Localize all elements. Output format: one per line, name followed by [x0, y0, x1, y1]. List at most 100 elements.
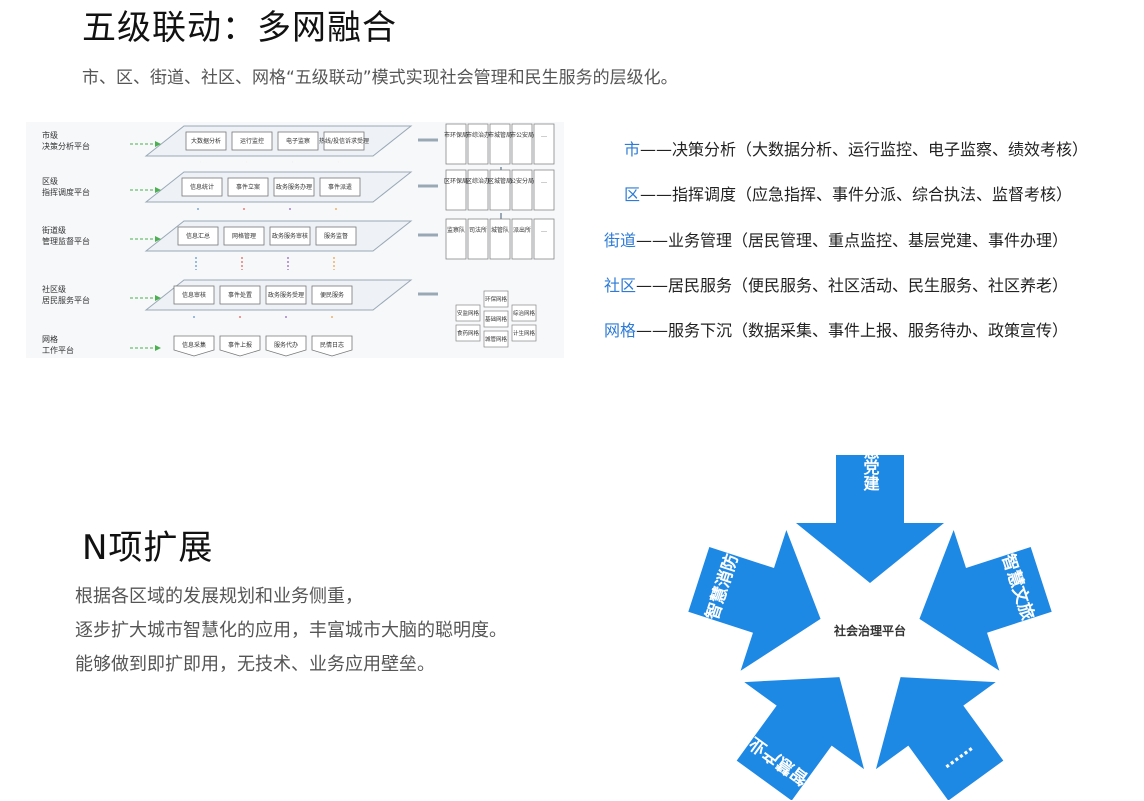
box-label: 网格管理	[232, 232, 256, 240]
diagram-levels: 市级决策分析平台大数据分析运行监控电子监察热线/投信诉求受理区级指挥调度平台信息…	[42, 125, 438, 357]
department-box	[511, 169, 533, 211]
grid-cell-label: 城管网格	[485, 335, 508, 343]
grid-task-box	[219, 335, 261, 357]
grid-cell-box	[455, 304, 481, 322]
box-label: 政务服务受理	[268, 291, 304, 299]
platform-box	[273, 177, 315, 197]
box-label: 信息采集	[182, 341, 206, 349]
five-level-diagram: 市级决策分析平台大数据分析运行监控电子监察热线/投信诉求受理区级指挥调度平台信息…	[26, 122, 564, 358]
star-arrow: 智慧消防	[688, 530, 821, 671]
level-row: 区——指挥调度（应急指挥、事件分派、综合执法、监督考核）	[624, 181, 1072, 205]
star-center-label: 社会治理平台	[833, 623, 906, 638]
department-box	[467, 123, 489, 165]
department-box	[511, 123, 533, 165]
level-row: 网格——服务下沉（数据采集、事件上报、服务待办、政策宣传）	[604, 317, 1068, 341]
platform-box	[177, 226, 219, 246]
level-row: 市——决策分析（大数据分析、运行监控、电子监察、绩效考核）	[624, 136, 1088, 160]
star-arrow-label: 智慧党建	[861, 450, 880, 492]
department-box	[489, 218, 511, 260]
box-label: 信息审核	[182, 291, 206, 299]
department-box	[533, 123, 555, 165]
diagram-departments: 市环保局市综治办市城管局市公安局…区环保局区综治办区城管局公安分局…监察队司法所…	[444, 123, 555, 348]
section2-paragraph: 根据各区域的发展规划和业务侧重， 逐步扩大城市智慧化的应用，丰富城市大脑的聪明度…	[75, 580, 507, 682]
box-label: 事件处置	[228, 291, 252, 299]
grid-cell-box	[483, 290, 509, 308]
department-label: 派出所	[513, 226, 531, 234]
grid-cell-label: 食药网格	[457, 329, 480, 337]
department-label: 区综治办	[466, 177, 490, 185]
department-box	[467, 169, 489, 211]
level-key: 市	[624, 140, 641, 159]
section1-subtitle: 市、区、街道、社区、网格“五级联动”模式实现社会管理和民生服务的层级化。	[82, 68, 678, 88]
grid-cell-box	[455, 324, 481, 342]
level-key: 街道	[604, 231, 637, 250]
box-label: 热线/投信诉求受理	[319, 137, 369, 145]
level-label: 决策分析平台	[42, 141, 90, 151]
department-label: 市公安局	[510, 131, 534, 139]
department-box	[445, 218, 467, 260]
department-label: 市环保局	[444, 131, 468, 139]
box-label: 服务监督	[324, 232, 348, 240]
level-label: 管理监督平台	[42, 236, 90, 246]
platform-box	[181, 177, 223, 197]
level-desc: ——指挥调度（应急指挥、事件分派、综合执法、监督考核）	[640, 185, 1073, 204]
level-label: 网格	[42, 334, 58, 344]
platform-box	[315, 226, 357, 246]
platform-box	[219, 285, 261, 305]
box-label: 运行监控	[240, 137, 264, 145]
department-box	[467, 218, 489, 260]
platform-box	[311, 285, 353, 305]
section1-title: 五级联动：多网融合	[82, 8, 397, 48]
platform-box	[269, 226, 311, 246]
box-label: 电子监察	[286, 137, 310, 145]
platform-box	[227, 177, 269, 197]
level-key: 社区	[604, 276, 637, 295]
department-label: 区环保局	[444, 177, 468, 185]
box-label: 民情日志	[320, 341, 344, 349]
star-arrow: 智慧文旅	[919, 530, 1052, 671]
grid-cell-label: 基础网格	[485, 315, 508, 323]
level-key: 区	[624, 185, 641, 204]
level-label: 市级	[42, 130, 58, 140]
level-desc: ——居民服务（便民服务、社区活动、民生服务、社区养老）	[636, 276, 1069, 295]
level-desc: ——决策分析（大数据分析、运行监控、电子监察、绩效考核）	[640, 140, 1089, 159]
platform-box	[319, 177, 361, 197]
platform-box	[231, 131, 273, 151]
department-label: …	[541, 227, 547, 234]
level-label: 社区级	[42, 284, 66, 294]
star-arrow: 智慧产业	[736, 677, 865, 800]
department-box	[511, 218, 533, 260]
level-row: 街道——业务管理（居民管理、重点监控、基层党建、事件办理）	[604, 227, 1068, 251]
level-desc: ——服务下沉（数据采集、事件上报、服务待办、政策宣传）	[636, 321, 1069, 340]
box-label: 事件立案	[236, 183, 260, 191]
level-label: 工作平台	[42, 345, 74, 355]
level-row: 社区——居民服务（便民服务、社区活动、民生服务、社区养老）	[604, 272, 1068, 296]
department-label: 区城管局	[488, 177, 512, 185]
grid-cell-label: 计生网格	[513, 329, 536, 337]
department-box	[445, 123, 467, 165]
grid-cell-box	[511, 324, 537, 342]
level-label: 居民服务平台	[42, 295, 90, 305]
section2-title: N项扩展	[82, 528, 214, 568]
grid-cell-label: 环保网格	[485, 295, 508, 303]
grid-task-box	[265, 335, 307, 357]
box-label: 事件上报	[228, 341, 252, 349]
grid-cell-label: 综治网格	[513, 309, 536, 317]
platform-box	[185, 131, 227, 151]
platform-box	[277, 131, 319, 151]
level-desc: ——业务管理（居民管理、重点监控、基层党建、事件办理）	[636, 231, 1069, 250]
grid-cell-box	[483, 310, 509, 328]
level-label: 指挥调度平台	[42, 187, 90, 197]
box-label: 信息统计	[190, 183, 214, 191]
department-label: …	[541, 178, 547, 185]
box-label: 事件派遣	[328, 183, 352, 191]
paragraph-line-3: 能够做到即扩即用，无技术、业务应用壁垒。	[75, 654, 435, 675]
department-label: 监察队	[447, 226, 465, 234]
department-label: 城管队	[491, 226, 509, 234]
department-box	[533, 218, 555, 260]
department-box	[489, 169, 511, 211]
paragraph-line-1: 根据各区域的发展规划和业务侧重，	[75, 586, 363, 607]
department-label: 市综治办	[466, 131, 490, 139]
grid-cell-box	[483, 330, 509, 348]
